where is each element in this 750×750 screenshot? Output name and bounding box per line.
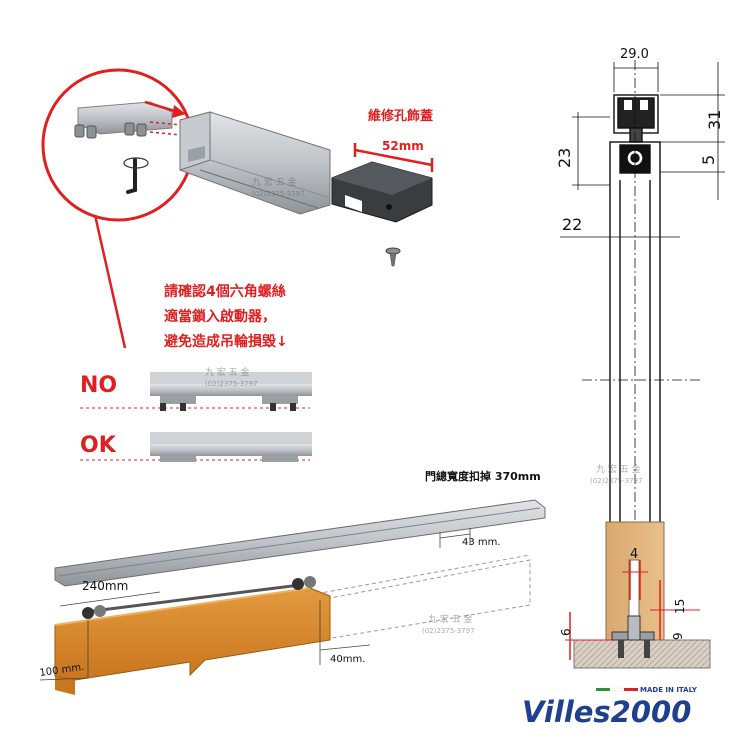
watermark-name-4: 九 宏 五 金 <box>428 613 473 625</box>
watermark-phone-4: (02)2375-3797 <box>422 627 475 635</box>
watermark-name: 九 宏 五 金 <box>252 176 297 188</box>
no-example <box>80 372 312 411</box>
watermark-name-2: 九 宏 五 金 <box>205 366 250 378</box>
assembly-dim-lines <box>39 528 471 681</box>
detail-circle <box>41 68 195 222</box>
screw-icon <box>385 247 401 267</box>
dim-guide-9: 9 <box>671 632 685 640</box>
roller-carriage-bar <box>82 576 316 619</box>
gap-43-label: 43 mm. <box>462 537 501 548</box>
dim-top-width: 29.0 <box>620 47 649 62</box>
track-rail <box>54 499 546 587</box>
warning-line-3: 避免造成吊輪損毀↓ <box>164 333 288 350</box>
cover-width-label: 52mm <box>382 139 424 153</box>
cover-title-label: 維修孔飾蓋 <box>368 108 433 124</box>
wooden-door <box>54 587 331 695</box>
door-deduct-label: 門總寬度扣掉 370mm <box>425 469 541 483</box>
watermark-phone-2: (02)2375-3797 <box>205 380 258 388</box>
detail-circle-group <box>41 68 195 349</box>
warning-line-2: 適當鎖入啟動器， <box>164 308 276 325</box>
dim-guide-6: 6 <box>559 628 573 636</box>
floor-guide-section <box>565 521 711 669</box>
offset-40-label: 40mm. <box>330 654 365 665</box>
cover-width-dimension <box>353 143 434 172</box>
dim-height-5: 5 <box>699 155 718 165</box>
access-cover-plate <box>331 161 433 267</box>
door-outline-dashed <box>309 554 531 641</box>
dim-height-23: 23 <box>555 148 574 168</box>
dim-guide-4: 4 <box>630 547 638 562</box>
ok-example <box>80 432 312 462</box>
watermark-name-3: 九 宏 五 金 <box>596 463 641 475</box>
made-in-italy-label: MADE IN ITALY <box>640 686 698 694</box>
dim-guide-15: 15 <box>673 599 687 614</box>
cross-section-drawing <box>560 60 725 613</box>
dim-height-31: 31 <box>705 110 724 130</box>
warning-line-1: 請確認4個六角螺絲 <box>164 283 286 300</box>
rail-end-section <box>179 111 331 215</box>
offset-240-label: 240mm <box>82 579 128 593</box>
no-label: NO <box>80 373 117 398</box>
ok-label: OK <box>80 433 117 458</box>
brand-logo: MADE IN ITALY Villes2000 <box>522 686 698 729</box>
watermark-phone-3: (02)2375-3797 <box>590 477 643 485</box>
watermark-phone: (02)2375-3797 <box>252 190 305 198</box>
detail-leader-line <box>93 214 127 349</box>
brand-logo-text: Villes2000 <box>522 695 691 729</box>
dim-width-22: 22 <box>562 215 582 234</box>
